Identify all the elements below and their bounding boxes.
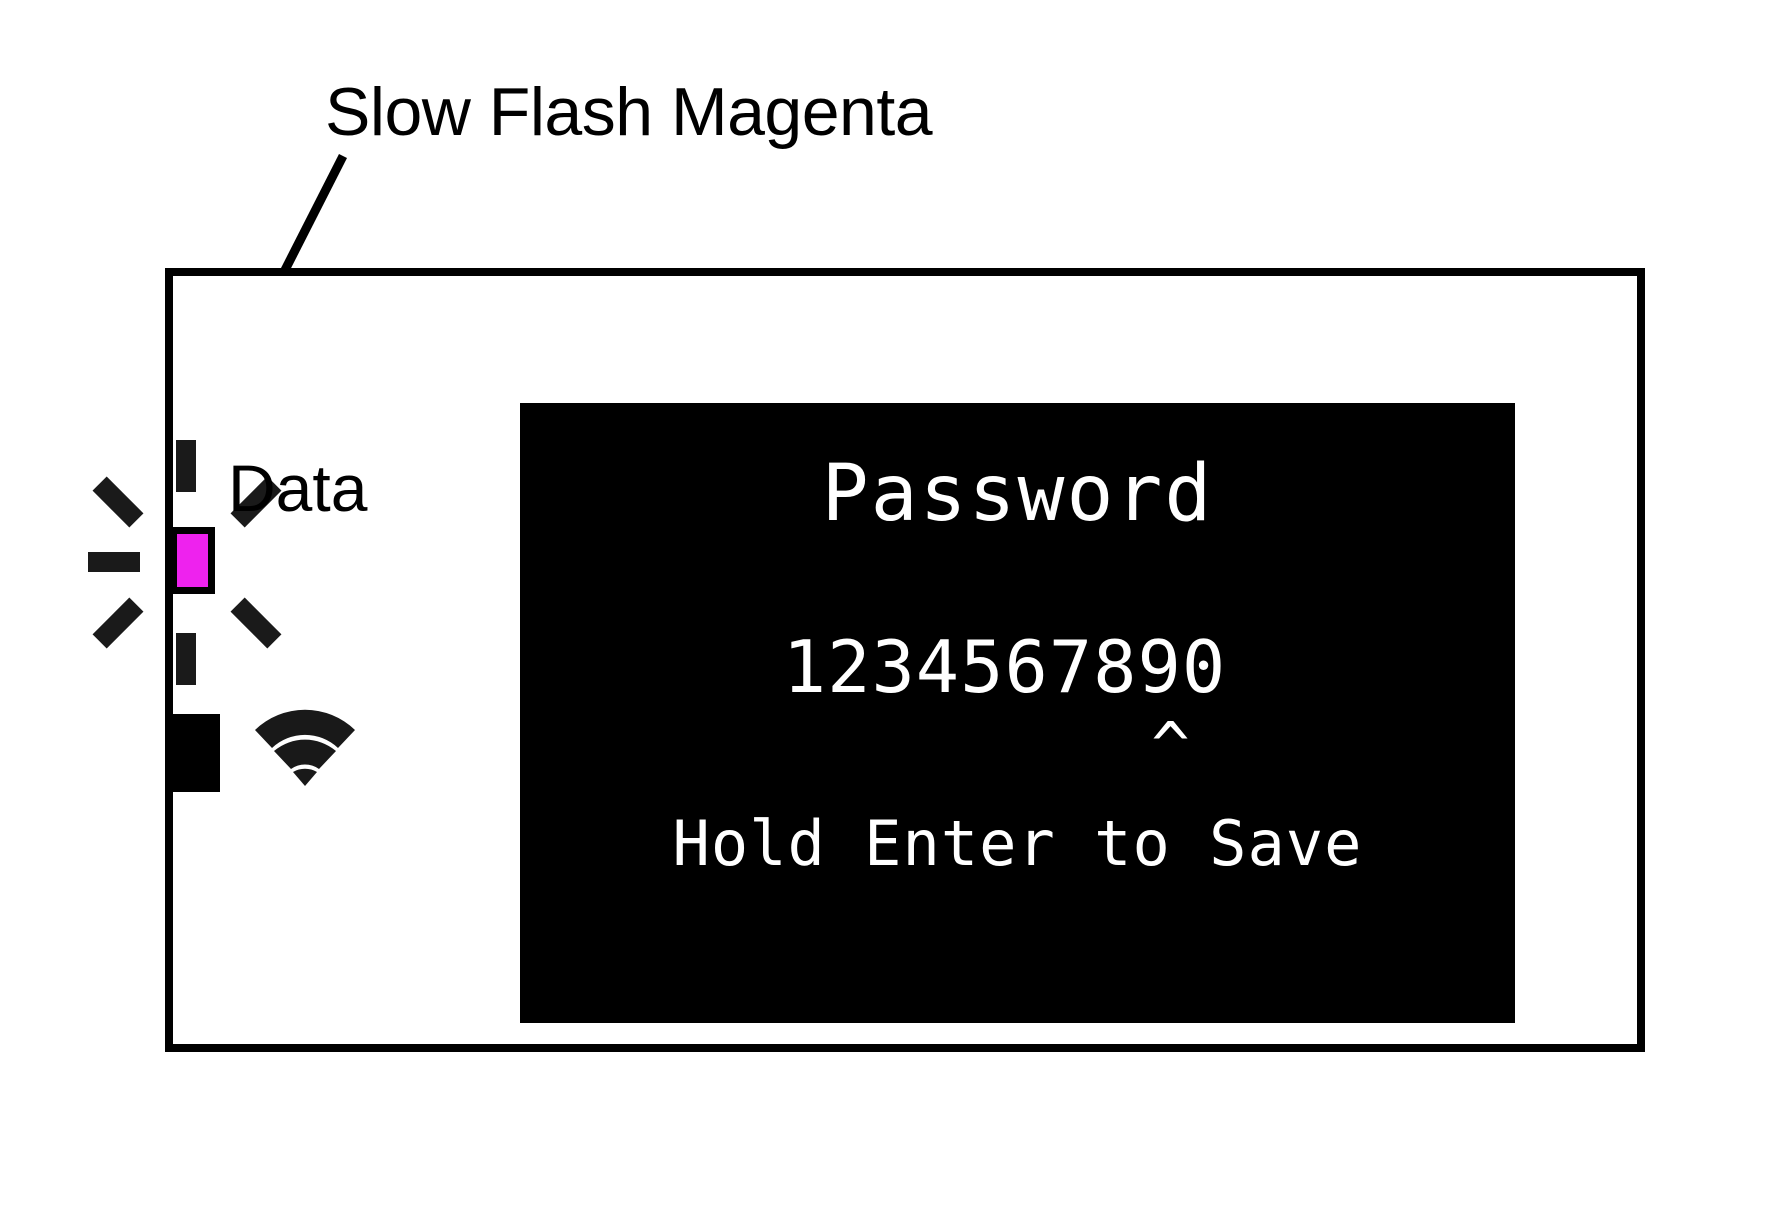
secondary-led-indicator	[170, 714, 220, 792]
wifi-signal-icon	[255, 709, 355, 786]
data-led-indicator	[170, 527, 215, 594]
lcd-cursor-caret: ^	[1151, 710, 1190, 784]
lcd-password-value: 1234567890	[782, 625, 1227, 709]
lcd-hint-text: Hold Enter to Save	[672, 807, 1363, 880]
data-led-label: Data	[228, 451, 368, 525]
annotation-label: Slow Flash Magenta	[325, 74, 933, 150]
lcd-title: Password	[821, 449, 1214, 539]
lcd-content: Password 1234567890 ^ Hold Enter to Save	[520, 403, 1515, 1023]
lcd-screen: Password 1234567890 ^ Hold Enter to Save	[520, 403, 1515, 1023]
